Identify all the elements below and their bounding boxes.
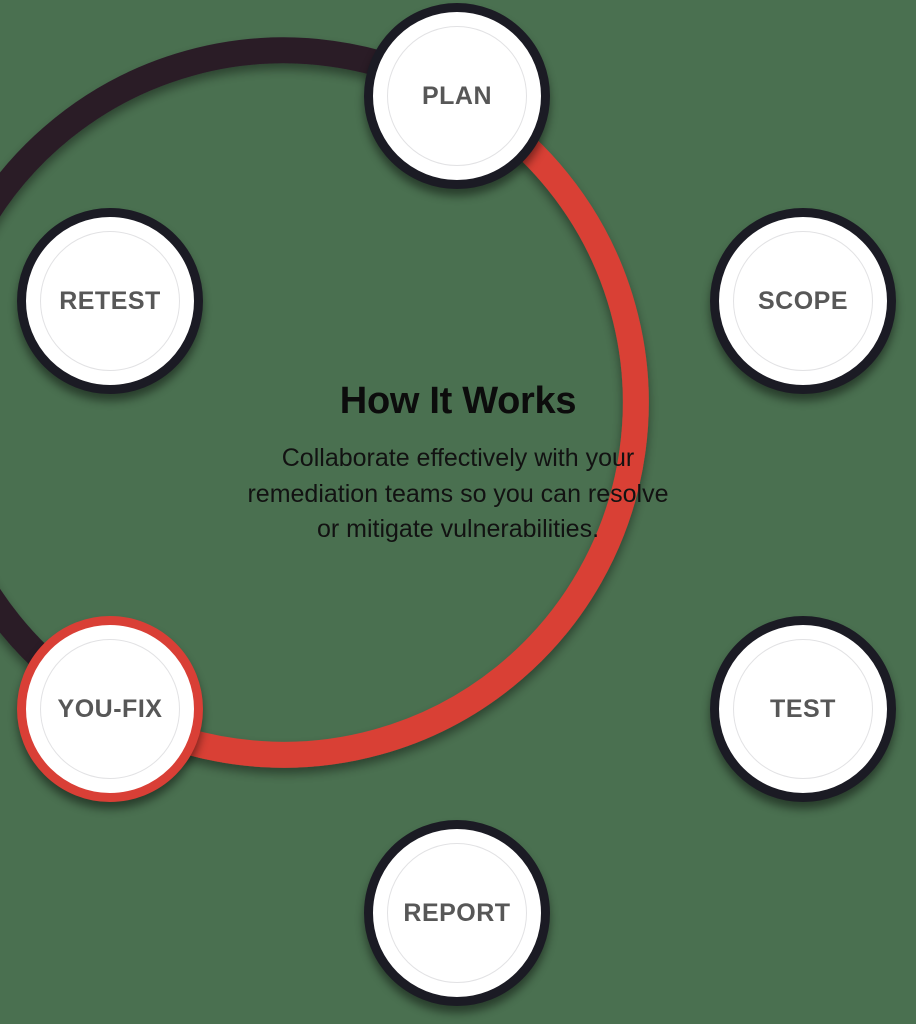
- cycle-node-youfix[interactable]: YOU-FIX: [17, 616, 203, 802]
- arc-red-segment: [103, 84, 649, 768]
- center-content: How It Works Collaborate effectively wit…: [178, 380, 738, 548]
- description-line-2: remediation teams so you can resolve: [247, 479, 669, 508]
- cycle-node-retest[interactable]: RETEST: [17, 208, 203, 394]
- cycle-node-scope[interactable]: SCOPE: [710, 208, 896, 394]
- cycle-node-plan[interactable]: PLAN: [364, 3, 550, 189]
- page-title: How It Works: [339, 380, 577, 422]
- description-line-3: or mitigate vulnerabilities.: [316, 515, 600, 543]
- cycle-node-label-plan: PLAN: [421, 81, 493, 110]
- cycle-node-label-report: REPORT: [403, 898, 511, 927]
- arc-dark-segment: [0, 37, 464, 721]
- cycle-node-report[interactable]: REPORT: [364, 820, 550, 1006]
- cycle-node-test[interactable]: TEST: [710, 616, 896, 802]
- cycle-node-label-scope: SCOPE: [757, 286, 849, 315]
- cycle-node-label-retest: RETEST: [59, 286, 161, 315]
- cycle-node-label-test: TEST: [770, 694, 836, 723]
- cycle-node-label-youfix: YOU-FIX: [57, 694, 163, 723]
- description-line-1: Collaborate effectively with your: [281, 444, 635, 472]
- description-text: Collaborate effectively with your remedi…: [178, 441, 738, 548]
